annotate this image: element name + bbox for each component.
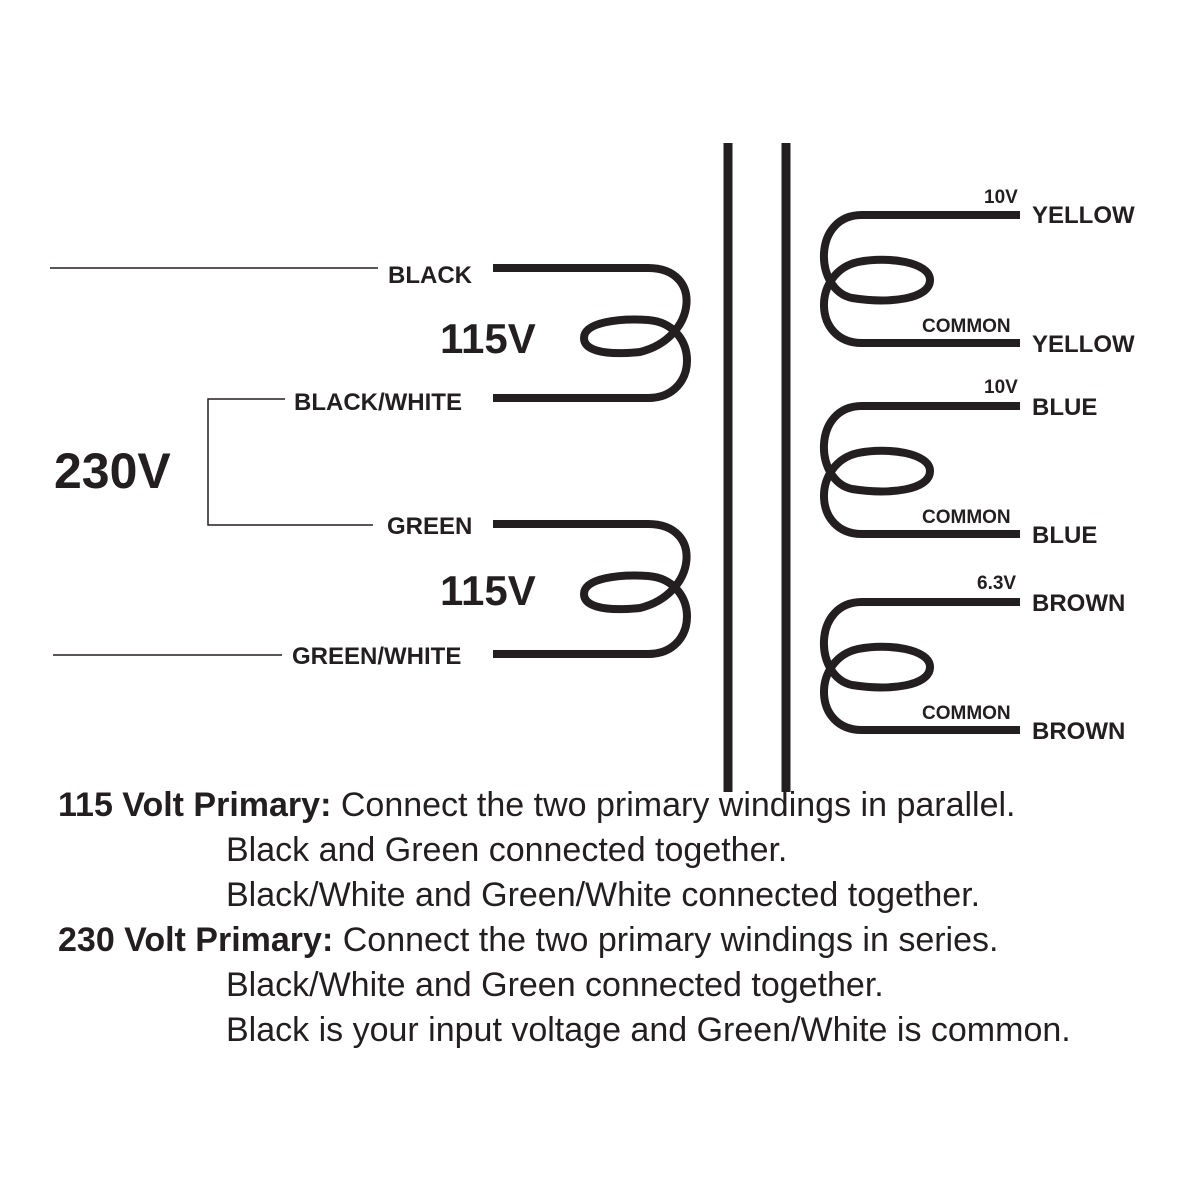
- note-230-line2: Black/White and Green connected together…: [226, 966, 884, 1004]
- note-230-heading-line: 230 Volt Primary: Connect the two primar…: [58, 921, 998, 960]
- secondary-voltage-2: 10V: [984, 377, 1018, 398]
- primary-coil-upper: [493, 264, 691, 402]
- primary-coil-lower: [493, 520, 691, 658]
- secondary-common-label-1: COMMON: [922, 316, 1011, 337]
- secondary-coil-3: [819, 598, 1020, 734]
- primary-lead-green-white: GREEN/WHITE: [292, 643, 461, 670]
- secondary-common-label-2: COMMON: [922, 507, 1011, 528]
- secondary-lead-yellow-top: YELLOW: [1032, 202, 1135, 229]
- note-115-text: Connect the two primary windings in para…: [331, 786, 1016, 824]
- secondary-winding-2: 10V BLUE COMMON BLUE: [819, 377, 1097, 549]
- primary-winding-upper: BLACK 115V BLACK/WHITE: [294, 262, 691, 416]
- note-115-line3: Black/White and Green/White connected to…: [226, 876, 981, 914]
- secondary-lead-blue-bottom: BLUE: [1032, 522, 1097, 549]
- note-230-heading: 230 Volt Primary:: [58, 921, 334, 959]
- note-230-text: Connect the two primary windings in seri…: [333, 921, 999, 959]
- secondary-coil-1: [819, 211, 1020, 347]
- note-115-line2: Black and Green connected together.: [226, 831, 788, 869]
- secondary-common-label-3: COMMON: [922, 703, 1011, 724]
- supply-voltage-label: 230V: [54, 443, 171, 499]
- primary-voltage-upper: 115V: [440, 315, 536, 362]
- secondary-voltage-3: 6.3V: [977, 573, 1016, 594]
- secondary-lead-blue-top: BLUE: [1032, 394, 1097, 421]
- note-115-heading-line: 115 Volt Primary: Connect the two primar…: [58, 786, 1016, 825]
- secondary-lead-yellow-bottom: YELLOW: [1032, 331, 1135, 358]
- secondary-lead-brown-bottom: BROWN: [1032, 718, 1125, 745]
- primary-voltage-lower: 115V: [440, 567, 536, 614]
- primary-lead-black-white: BLACK/WHITE: [294, 389, 462, 416]
- secondary-voltage-1: 10V: [984, 187, 1018, 208]
- primary-winding-lower: GREEN 115V GREEN/WHITE: [292, 513, 691, 670]
- series-bracket: [207, 398, 373, 526]
- secondary-winding-1: 10V YELLOW COMMON YELLOW: [819, 187, 1135, 358]
- note-115-heading: 115 Volt Primary:: [58, 786, 332, 824]
- secondary-coil-2: [819, 402, 1020, 538]
- primary-lead-green: GREEN: [387, 513, 472, 540]
- secondary-lead-brown-top: BROWN: [1032, 590, 1125, 617]
- primary-lead-black: BLACK: [388, 262, 473, 289]
- note-230-line3: Black is your input voltage and Green/Wh…: [226, 1011, 1071, 1049]
- secondary-winding-3: 6.3V BROWN COMMON BROWN: [819, 573, 1125, 745]
